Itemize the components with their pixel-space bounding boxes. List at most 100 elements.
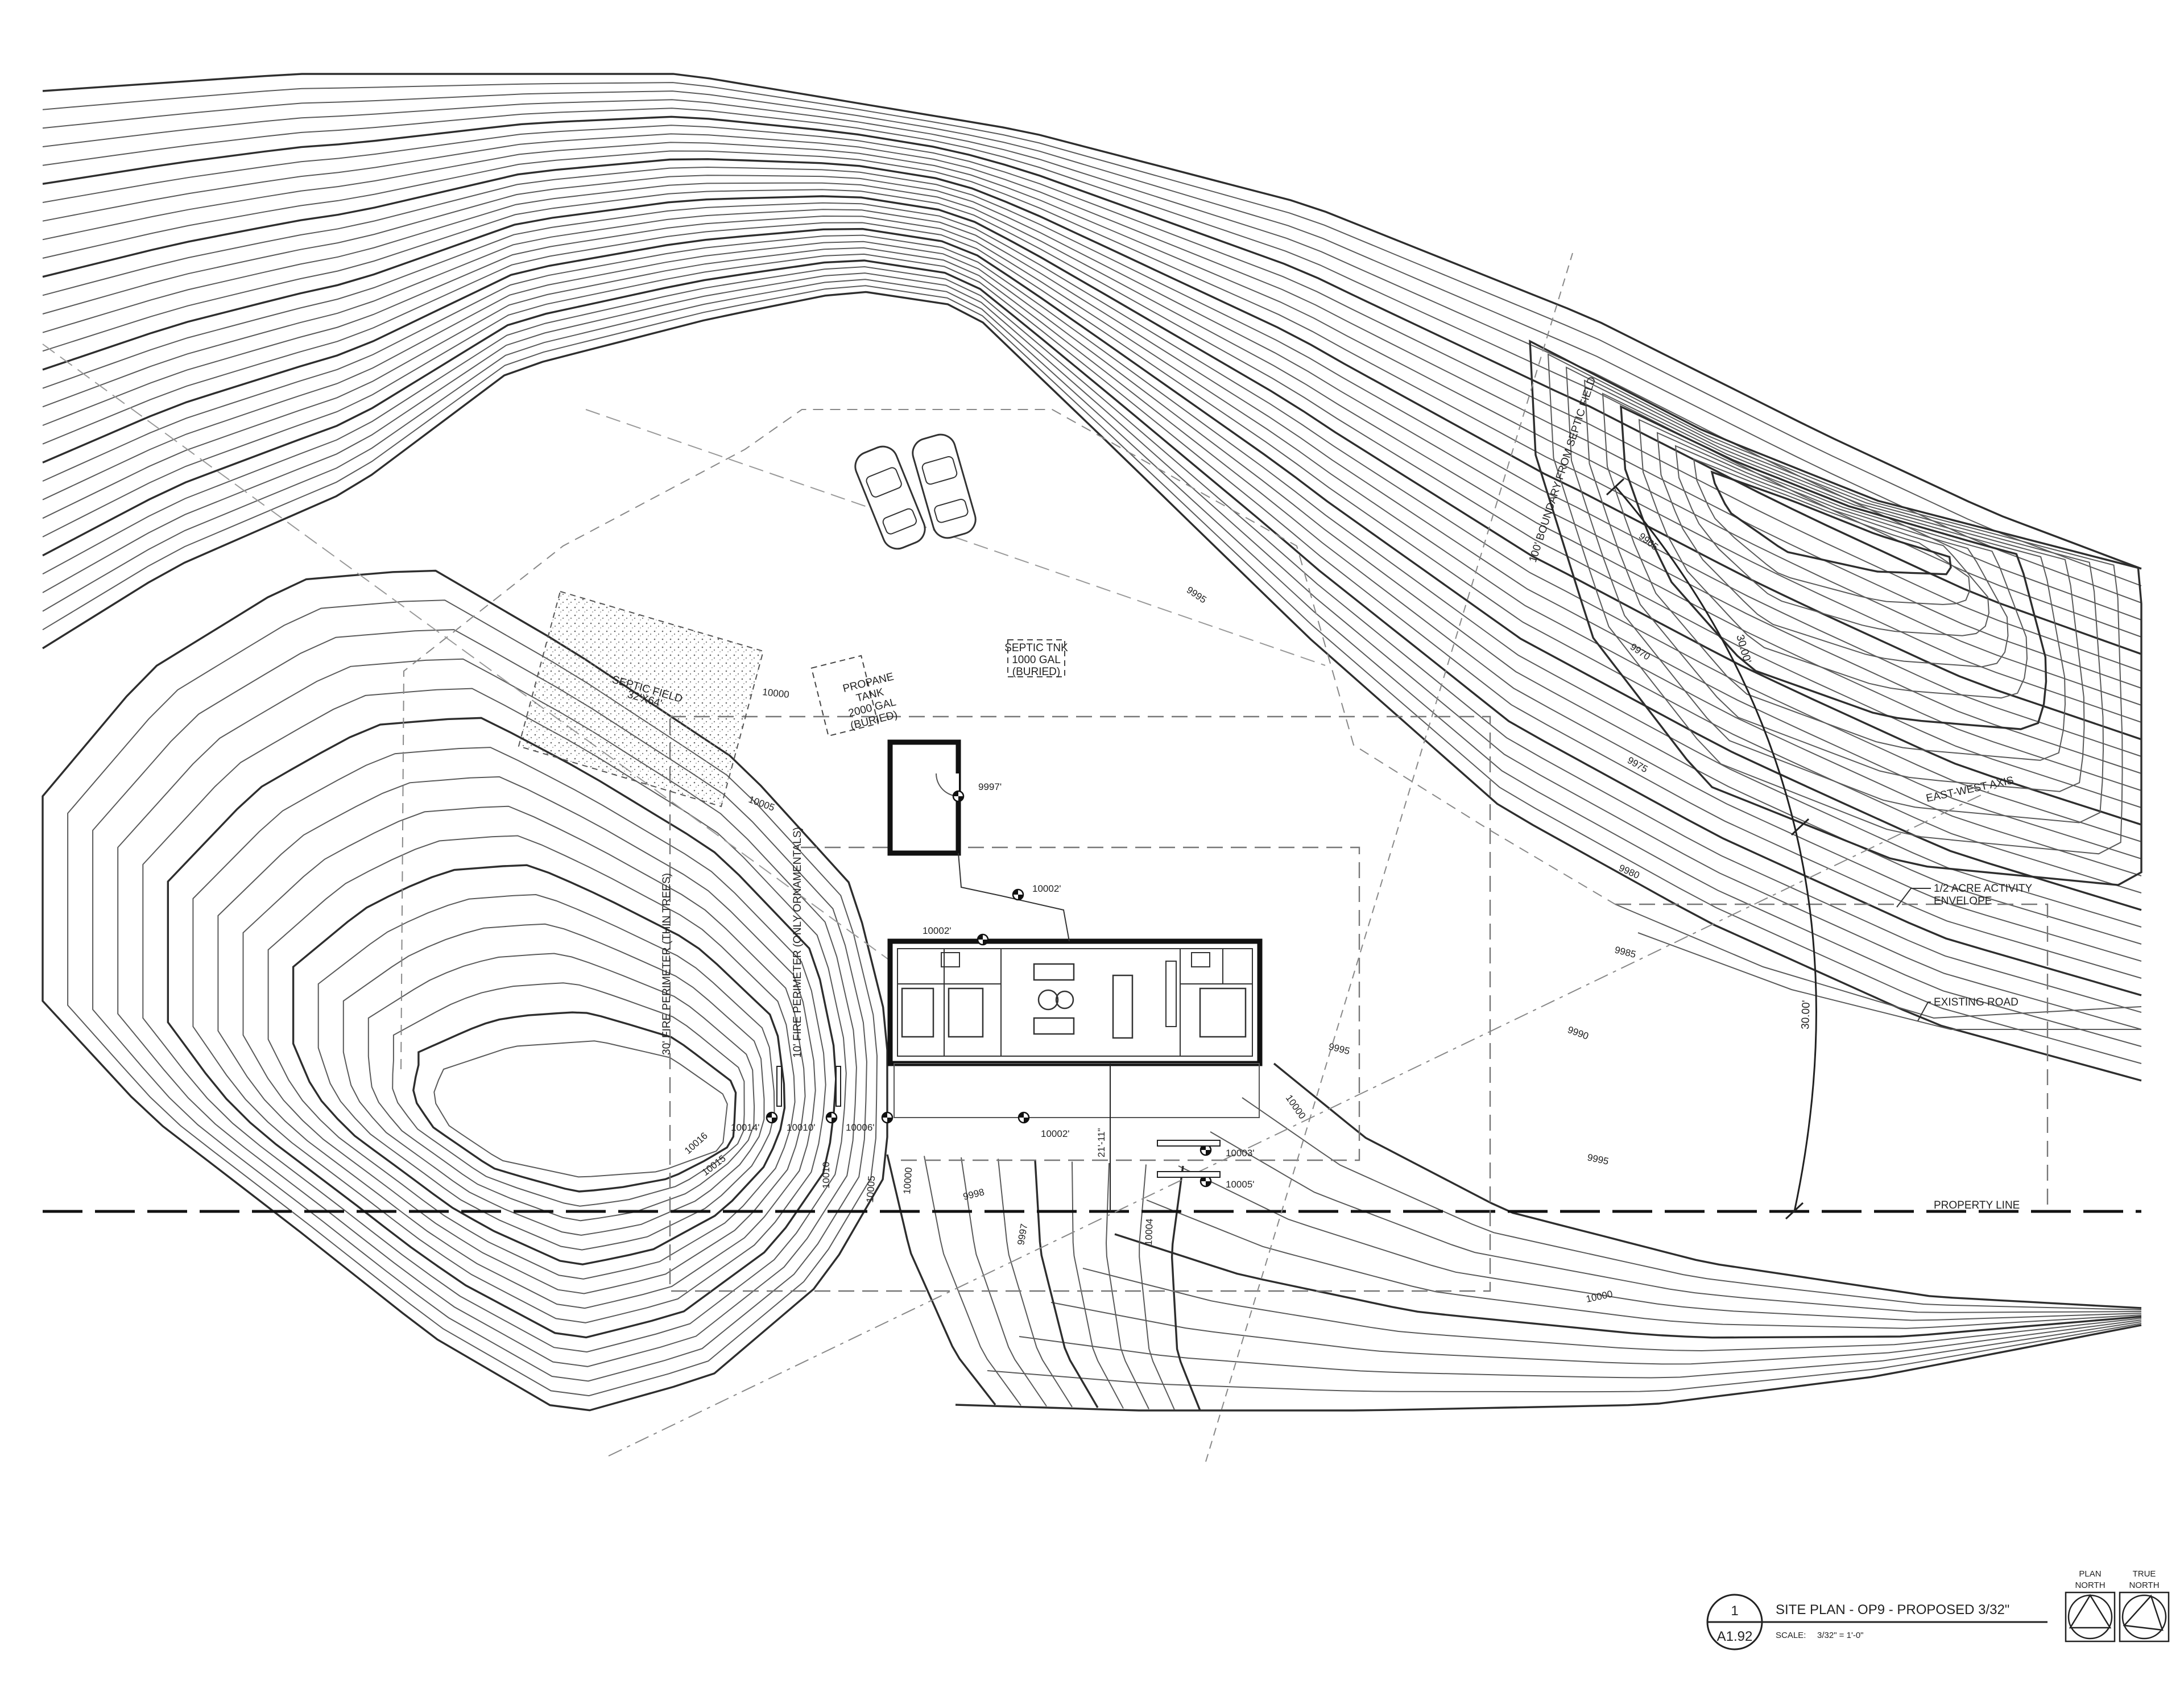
contour-line [998, 1159, 1073, 1408]
contour-line [1656, 432, 2009, 668]
contour-label-9995: 9995 [1185, 585, 1209, 606]
contour-line [42, 253, 2142, 979]
garage-walls [887, 739, 961, 856]
contour-line [317, 893, 775, 1251]
contour-line [1583, 379, 2085, 792]
contour-label-9990: 9990 [1566, 1024, 1590, 1042]
contour-label-10005: 10005 [864, 1176, 877, 1203]
contour-line [412, 1011, 737, 1193]
elevation-10003: 10003' [1226, 1148, 1255, 1159]
elevation-10005: 10005' [1226, 1179, 1255, 1190]
contour-line [886, 1154, 996, 1406]
contour-line [1693, 458, 1971, 605]
leader [1896, 888, 1931, 908]
scale-label: SCALE: [1776, 1631, 1806, 1640]
contour-line [42, 279, 2142, 1047]
contour-line [117, 658, 857, 1367]
contour-label-10000: 10000 [762, 686, 790, 700]
contour-line [1273, 1062, 2142, 1309]
contour-line [987, 1323, 2142, 1393]
fire-perimeter-10-label: 10' FIRE PERIMETER (ONLY ORNAMENTALS) [792, 827, 804, 1058]
detail-number: 1 [1731, 1603, 1738, 1619]
contour-line [142, 688, 847, 1353]
entry-walk [958, 853, 1070, 942]
fire-perimeter-10-line [801, 846, 1360, 1161]
fire-perimeter-30-label: 30' FIRE PERIMETER (THIN TREES) [661, 873, 673, 1055]
contour-line [1638, 419, 2028, 699]
contour-label-9995: 9995 [1327, 1041, 1351, 1057]
true-north-label: NORTH [2129, 1581, 2159, 1590]
contour-line [42, 247, 2142, 962]
spot-elevation-symbol [952, 790, 965, 802]
septic-boundary-line [400, 409, 1616, 1070]
house-dimension: 21'-11" [1096, 1128, 1107, 1158]
septic-tank-label-3: (BURIED) [1012, 666, 1060, 678]
elevation-10002: 10002' [1041, 1128, 1070, 1139]
house: 21'-11" [887, 853, 1263, 1211]
elevation-10010: 10010' [787, 1122, 816, 1133]
contour-line [42, 291, 2142, 1082]
contour-line [42, 82, 2142, 586]
spot-elevation-labels: 9997' 10002' 10002' 10002' 10014' 10010'… [731, 781, 1255, 1190]
contour-line [267, 835, 796, 1280]
contour-line [42, 285, 2142, 1064]
elevation-10014: 10014' [731, 1122, 760, 1133]
contour-line [342, 923, 765, 1236]
contour-line [42, 215, 2142, 876]
contour-line [42, 150, 2142, 723]
spot-elevation-symbol [766, 1111, 778, 1124]
septic-field: SEPTIC FIELD 32'X64' [518, 590, 764, 808]
contour-line [42, 158, 2142, 740]
contour-line [1710, 470, 1952, 576]
elevation-10006: 10006' [846, 1122, 875, 1133]
spot-elevation-symbol [977, 933, 989, 946]
zone-lines [42, 253, 2141, 1462]
contour-line [961, 1157, 1047, 1407]
contour-label-9975: 9975 [1625, 755, 1649, 775]
contour-line [1034, 1160, 1099, 1408]
contour-line [42, 209, 2142, 859]
coffee-table [1037, 989, 1059, 1011]
propane-tank: PROPANE TANK 2000 GAL (BURIED) [810, 655, 899, 737]
contour-line [42, 182, 2142, 791]
contour-label-9997: 9997 [1015, 1223, 1029, 1246]
contour-line [67, 599, 878, 1397]
contour-label-9995: 9995 [1586, 1152, 1610, 1166]
arc-tick [1785, 1202, 1804, 1220]
north-south-axis-line [1205, 253, 1573, 1462]
contour-line [42, 222, 2142, 893]
car [854, 445, 926, 550]
contour-line [42, 166, 2142, 757]
deck-outline [894, 1063, 1260, 1118]
construction-line [585, 409, 1326, 666]
chair-round [1055, 990, 1074, 1010]
contour-label-10000: 10000 [901, 1167, 914, 1194]
contour-line [42, 227, 2142, 911]
propane-tank-outline [810, 655, 879, 737]
contour-labels: 9965 9970 9975 9980 9985 9990 9995 9995 … [682, 531, 1660, 1305]
leader [1917, 1002, 1931, 1021]
contour-line [1637, 932, 2141, 1030]
contour-line [1082, 1268, 2142, 1352]
contour-line [42, 73, 2142, 570]
sofa-north [1033, 963, 1075, 981]
contour-line [42, 259, 2142, 996]
bed-west-2 [948, 987, 984, 1038]
activity-envelope-label: 1/2 ACRE ACTIVITY [1934, 883, 2032, 895]
contour-label-10000: 10000 [1585, 1288, 1614, 1304]
contour-line [955, 1324, 2142, 1412]
construction-line [42, 344, 899, 967]
contour-line [42, 234, 2142, 928]
contour-line [1242, 1097, 2142, 1310]
true-north-label: TRUE [2133, 1569, 2156, 1579]
garage [887, 739, 961, 856]
contour-line [217, 776, 816, 1309]
step [1157, 1171, 1221, 1178]
spot-elevation-symbol [1012, 888, 1024, 901]
parked-cars [854, 433, 977, 550]
contour-line [1210, 1131, 2142, 1313]
arc-tick [1606, 478, 1625, 496]
house-footprint [887, 938, 1263, 1066]
contour-label-10016: 10016 [682, 1130, 710, 1156]
sheet-number: A1.92 [1717, 1629, 1753, 1644]
